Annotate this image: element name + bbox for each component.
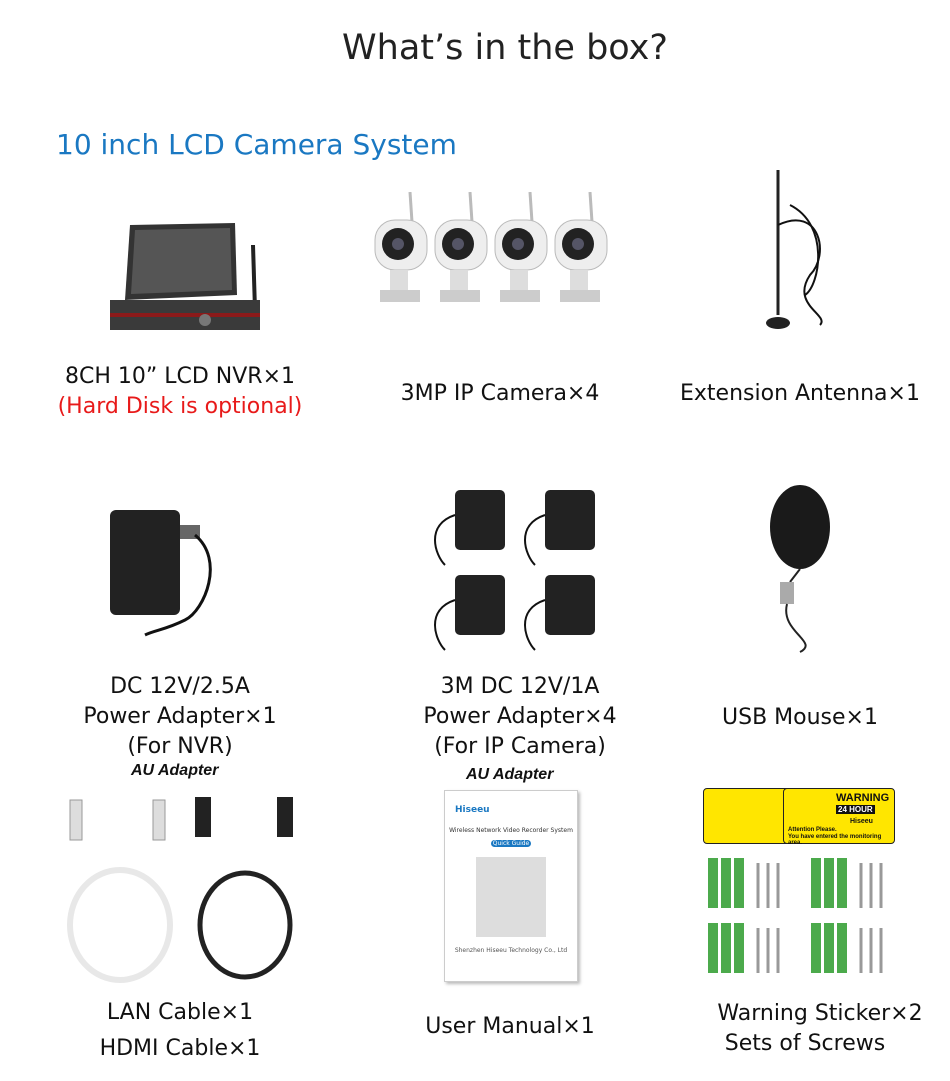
- manual-badge: Quick Guide: [491, 840, 531, 847]
- page-title: What’s in the box?: [342, 28, 668, 68]
- sticker-warning: WARNING: [836, 792, 890, 804]
- sticker-brand: Hiseeu: [850, 818, 873, 825]
- cables-image: [67, 797, 293, 983]
- item-label: 3MP IP Camera×4: [400, 381, 600, 406]
- power-adapters-image: [434, 489, 596, 651]
- item-label: HDMI Cable×1: [99, 1036, 261, 1061]
- item-label: 8CH 10” LCD NVR×1: [64, 364, 296, 389]
- item-label: Extension Antenna×1: [680, 381, 920, 406]
- sticker-hours: 24 HOUR: [836, 805, 875, 814]
- hard-disk-note: (Hard Disk is optional): [57, 394, 303, 419]
- antenna-image: [766, 170, 823, 329]
- sticker-text1: Attention Please.: [788, 827, 837, 833]
- manual-brand: Hiseeu: [455, 805, 490, 815]
- manual-heading: Wireless Network Video Recorder System: [449, 827, 573, 834]
- usb-mouse-image: [770, 485, 830, 653]
- item-label: Power Adapter×4: [423, 704, 617, 729]
- item-label: (For IP Camera): [434, 734, 606, 759]
- item-label: Power Adapter×1: [83, 704, 277, 729]
- item-label: Sets of Screws: [724, 1031, 886, 1056]
- item-label: Warning Sticker×2: [717, 1001, 923, 1026]
- user-manual-image: Hiseeu Wireless Network Video Recorder S…: [444, 790, 578, 982]
- item-label: 3M DC 12V/1A: [440, 674, 600, 699]
- stickers-screws-image: WARNING 24 HOUR Hiseeu Attention Please.…: [703, 788, 898, 978]
- au-adapter-tag: AU Adapter: [466, 766, 554, 783]
- ip-camera-image: [374, 192, 609, 304]
- sticker-text2: You have entered the monitoring area.: [788, 834, 882, 846]
- power-adapter-image: [110, 510, 212, 637]
- au-adapter-tag: AU Adapter: [131, 762, 219, 779]
- section-subtitle: 10 inch LCD Camera System: [56, 128, 457, 161]
- item-label: User Manual×1: [425, 1014, 595, 1039]
- item-label: LAN Cable×1: [106, 1000, 254, 1025]
- item-label: USB Mouse×1: [722, 705, 878, 730]
- item-label: (For NVR): [127, 734, 233, 759]
- item-label: DC 12V/2.5A: [110, 674, 250, 699]
- lcd-nvr-image: [110, 223, 260, 330]
- manual-footer: Shenzhen Hiseeu Technology Co., Ltd: [454, 947, 568, 954]
